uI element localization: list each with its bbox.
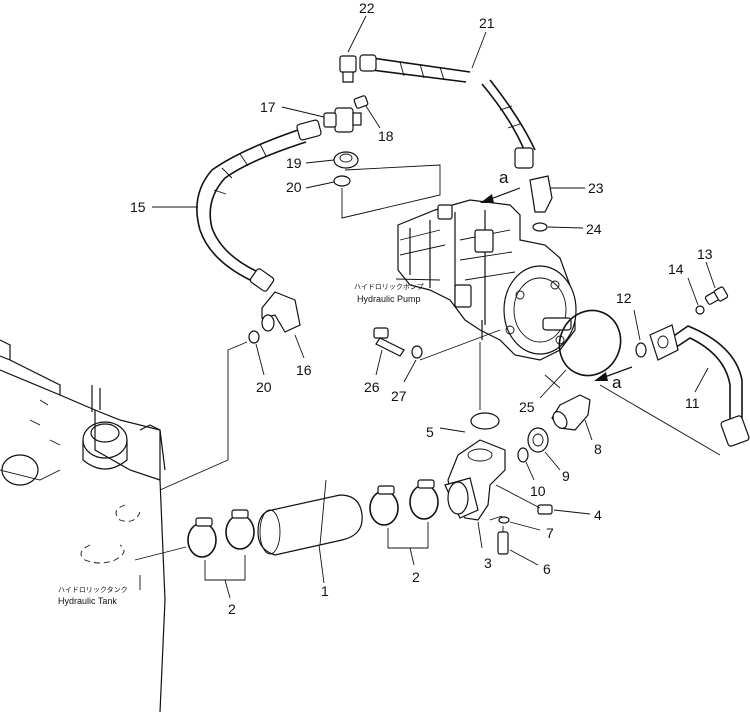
callout-labels: 1 2 2 3 4 5 6 7 8 9 10 11 12 13 14: [130, 0, 716, 617]
oring-12: [635, 342, 647, 358]
tank-label-ja: ハイドロリックタンク: [58, 585, 128, 594]
nut-19: [333, 151, 359, 169]
callout-19: 19: [286, 155, 302, 171]
hose-clamp-2-left-a: [187, 517, 217, 558]
callout-8: 8: [594, 441, 602, 457]
callout-4: 4: [594, 507, 602, 523]
suction-elbow-3: [444, 439, 506, 521]
bolt-13: [704, 286, 729, 305]
bolt-26: [373, 327, 405, 357]
view-arrow-a-top: a: [480, 168, 521, 203]
hydraulic-pump: ハイドロリックポンプ Hydraulic Pump: [354, 199, 577, 361]
pump-label-en: Hydraulic Pump: [357, 294, 421, 304]
washer-7: [498, 516, 510, 524]
hose-clamp-2-right-a: [369, 485, 399, 526]
hydraulic-tank: [0, 339, 166, 712]
oring-24: [532, 222, 548, 232]
callout-14: 14: [668, 261, 684, 277]
callout-17: 17: [260, 99, 276, 115]
nut-9: [527, 427, 549, 453]
suction-hose-1: [257, 494, 363, 556]
hose-21: [359, 54, 536, 169]
leader-and-routing-lines: [159, 164, 721, 532]
oring-20-lower: [248, 330, 260, 344]
elbow-23: [529, 175, 553, 213]
callout-7: 7: [546, 525, 554, 541]
callout-13: 13: [697, 246, 713, 262]
bolt-6: [497, 531, 509, 555]
callout-15: 15: [130, 199, 146, 215]
callout-16: 16: [296, 362, 312, 378]
view-arrow-a-right: a: [594, 366, 633, 392]
callout-21: 21: [479, 15, 495, 31]
callout-2-right: 2: [412, 569, 420, 585]
tee-17: [323, 107, 362, 133]
callout-11: 11: [685, 395, 700, 411]
oring-25: [558, 309, 622, 377]
callout-12: 12: [616, 290, 632, 306]
callout-3: 3: [484, 555, 492, 571]
elbow-22: [339, 55, 357, 83]
plug-18: [353, 95, 369, 109]
hose-15: [196, 119, 322, 292]
callout-25: 25: [519, 399, 535, 415]
hose-clamp-2-left-b: [225, 509, 255, 550]
oring-5: [470, 412, 500, 430]
pump-label-ja: ハイドロリックポンプ: [354, 283, 424, 291]
elbow-8: [551, 394, 591, 431]
callout-27: 27: [391, 388, 407, 404]
callout-6: 6: [543, 561, 551, 577]
callout-2-left: 2: [228, 601, 236, 617]
callout-26: 26: [364, 379, 380, 395]
callout-18: 18: [378, 128, 394, 144]
view-marker-right: a: [612, 373, 622, 392]
callout-5: 5: [426, 424, 434, 440]
oring-10: [517, 447, 529, 463]
callout-20-top: 20: [286, 179, 302, 195]
callout-24: 24: [586, 221, 602, 237]
oring-20-top: [333, 175, 351, 187]
washer-27: [411, 345, 423, 359]
view-marker-top: a: [499, 168, 509, 187]
callout-22: 22: [359, 0, 375, 16]
plug-4: [537, 504, 553, 515]
hose-clamp-2-right-b: [409, 479, 439, 520]
tank-label-en: Hydraulic Tank: [58, 596, 117, 606]
washer-14: [695, 305, 705, 315]
callout-1: 1: [321, 583, 329, 599]
callout-20-lower: 20: [256, 379, 272, 395]
tube-11: [649, 324, 750, 447]
callout-10: 10: [530, 483, 546, 499]
elbow-16: [261, 291, 301, 333]
callout-9: 9: [562, 468, 570, 484]
callout-23: 23: [588, 180, 604, 196]
